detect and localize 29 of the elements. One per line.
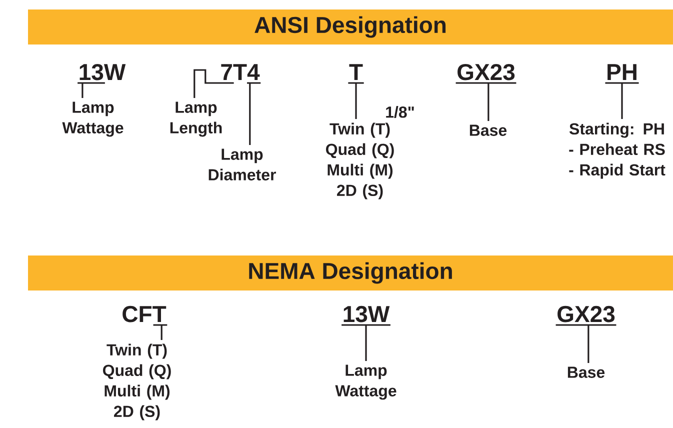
designation-code: GX23 — [458, 64, 515, 80]
designation-code: 13W — [344, 306, 390, 322]
leader-line — [347, 82, 365, 120]
leader-line — [455, 82, 517, 122]
designation-code: GX23 — [558, 306, 615, 322]
header-band: ANSI Designation — [28, 10, 673, 44]
description-text: Base — [568, 366, 605, 378]
designation-code: T — [349, 64, 363, 80]
designation-code: CFT — [122, 306, 166, 322]
leader-line — [194, 69, 234, 98]
description-text: Twin (T) Quad (Q) Multi (M) 2D (S) — [326, 122, 394, 200]
description-text: Lamp Wattage — [62, 102, 124, 137]
header-band: NEMA Designation — [28, 256, 673, 290]
size-label: 1/8" — [386, 106, 414, 118]
description-text: Twin (T) Quad (Q) Multi (M) 2D (S) — [103, 344, 171, 420]
leader-line — [555, 324, 617, 364]
description-text: Lamp Wattage — [335, 364, 396, 400]
description-text: Lamp Diameter — [208, 148, 276, 180]
leader-line — [604, 82, 640, 120]
leader-line — [152, 324, 168, 341]
leader-line — [76, 82, 106, 99]
designation-code: 13W — [80, 64, 126, 80]
designation-code: 7T4 — [221, 64, 260, 80]
designation-code: PH — [608, 64, 636, 80]
description-text: Lamp Length — [170, 102, 222, 137]
description-text: Starting: PH - Preheat RS - Rapid Start — [569, 122, 666, 179]
leader-line — [246, 82, 262, 146]
leader-line — [340, 324, 392, 362]
description-text: Base — [470, 124, 507, 136]
